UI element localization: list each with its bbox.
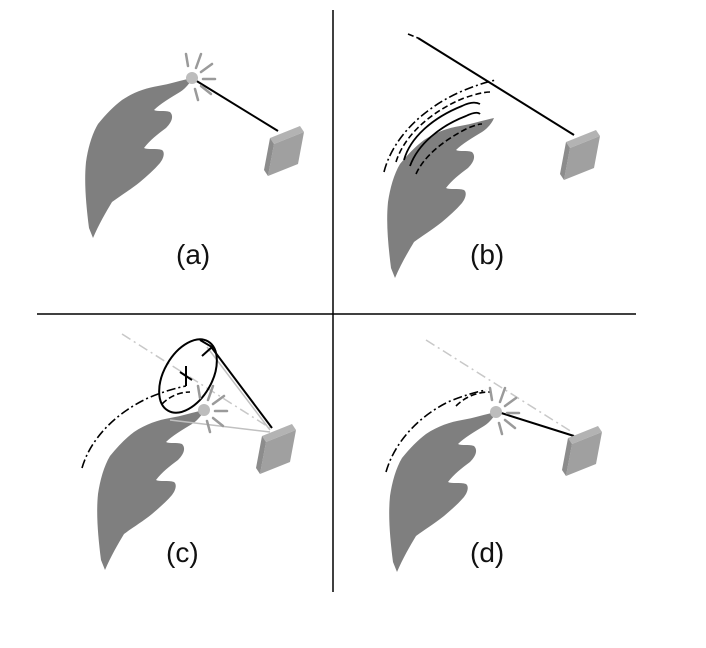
beam-c (211, 347, 273, 429)
panel-c: (c) (81, 333, 296, 570)
trail-outer-d (385, 389, 487, 473)
trail-inner-b (403, 101, 481, 161)
hand-a (85, 78, 192, 238)
trail-lower-b (415, 123, 483, 175)
trail-inner-d (455, 391, 491, 407)
fingertip-rays-d (488, 386, 521, 436)
panel-d: (d) (385, 339, 602, 572)
panel-label-d: (d) (470, 537, 504, 568)
panel-label-b: (b) (470, 239, 504, 270)
faint-beam-c (121, 333, 271, 429)
panel-label-a: (a) (176, 239, 210, 270)
panel-a: (a) (85, 52, 304, 270)
trail-inner-c (161, 391, 191, 405)
panel-label-c: (c) (166, 537, 199, 568)
orbit-ellipse-c (158, 338, 218, 414)
beam-b (417, 37, 575, 136)
trail-inner2-b (409, 111, 481, 167)
orbit-cross-c (179, 366, 193, 386)
sensor-a (264, 126, 304, 176)
trail-outer-c (81, 385, 187, 469)
beam-a (194, 79, 279, 132)
beam-d (497, 411, 575, 437)
fingertip-rays-a (184, 52, 217, 102)
orbit-arrow-c (199, 339, 214, 357)
faint-beam-d (425, 339, 573, 433)
beam-start-b (407, 33, 419, 39)
sweep-line-2-c (169, 419, 271, 433)
trail-middle-b (395, 91, 491, 163)
sensor-b (560, 130, 600, 180)
trail-outer-b (383, 79, 497, 173)
panel-b: (b) (383, 33, 600, 278)
